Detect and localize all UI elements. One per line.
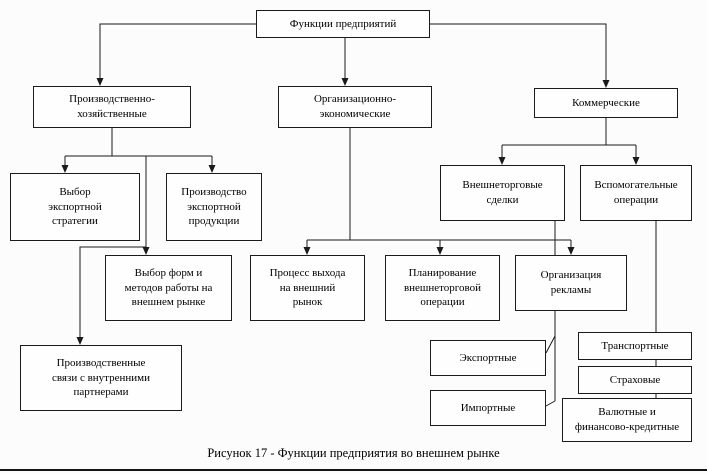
node-import-deals: Импортные — [430, 390, 546, 426]
node-currency-credit: Валютные и финансово-кредитные — [562, 398, 692, 442]
node-advertising: Организация рекламы — [515, 255, 627, 311]
node-commercial-branch: Коммерческие — [534, 88, 678, 118]
node-export-deals: Экспортные — [430, 340, 546, 376]
arrow-heads — [61, 78, 640, 345]
node-forms-methods: Выбор форм и методов работы на внешнем р… — [105, 255, 232, 321]
node-transport: Транспортные — [578, 332, 692, 360]
bottom-rule — [0, 469, 707, 471]
node-foreign-trade-planning: Планирование внешнеторговой операции — [385, 255, 500, 321]
figure-caption: Рисунок 17 - Функции предприятия во внеш… — [207, 446, 500, 460]
node-internal-partners: Производственные связи с внутренними пар… — [20, 345, 182, 411]
node-export-production: Производство экспортной продукции — [166, 173, 262, 241]
node-foreign-trade-deals: Внешнеторговые сделки — [440, 165, 565, 221]
node-auxiliary-operations: Вспомогательные операции — [580, 165, 692, 221]
node-insurance: Страховые — [578, 366, 692, 394]
node-production-branch: Производственно- хозяйственные — [33, 86, 191, 128]
node-market-entry-process: Процесс выхода на внешний рынок — [250, 255, 365, 321]
node-functions-root: Функции предприятий — [256, 10, 430, 38]
node-export-strategy: Выбор экспортной стратегии — [10, 173, 140, 241]
node-organizational-branch: Организационно- экономические — [278, 86, 432, 128]
